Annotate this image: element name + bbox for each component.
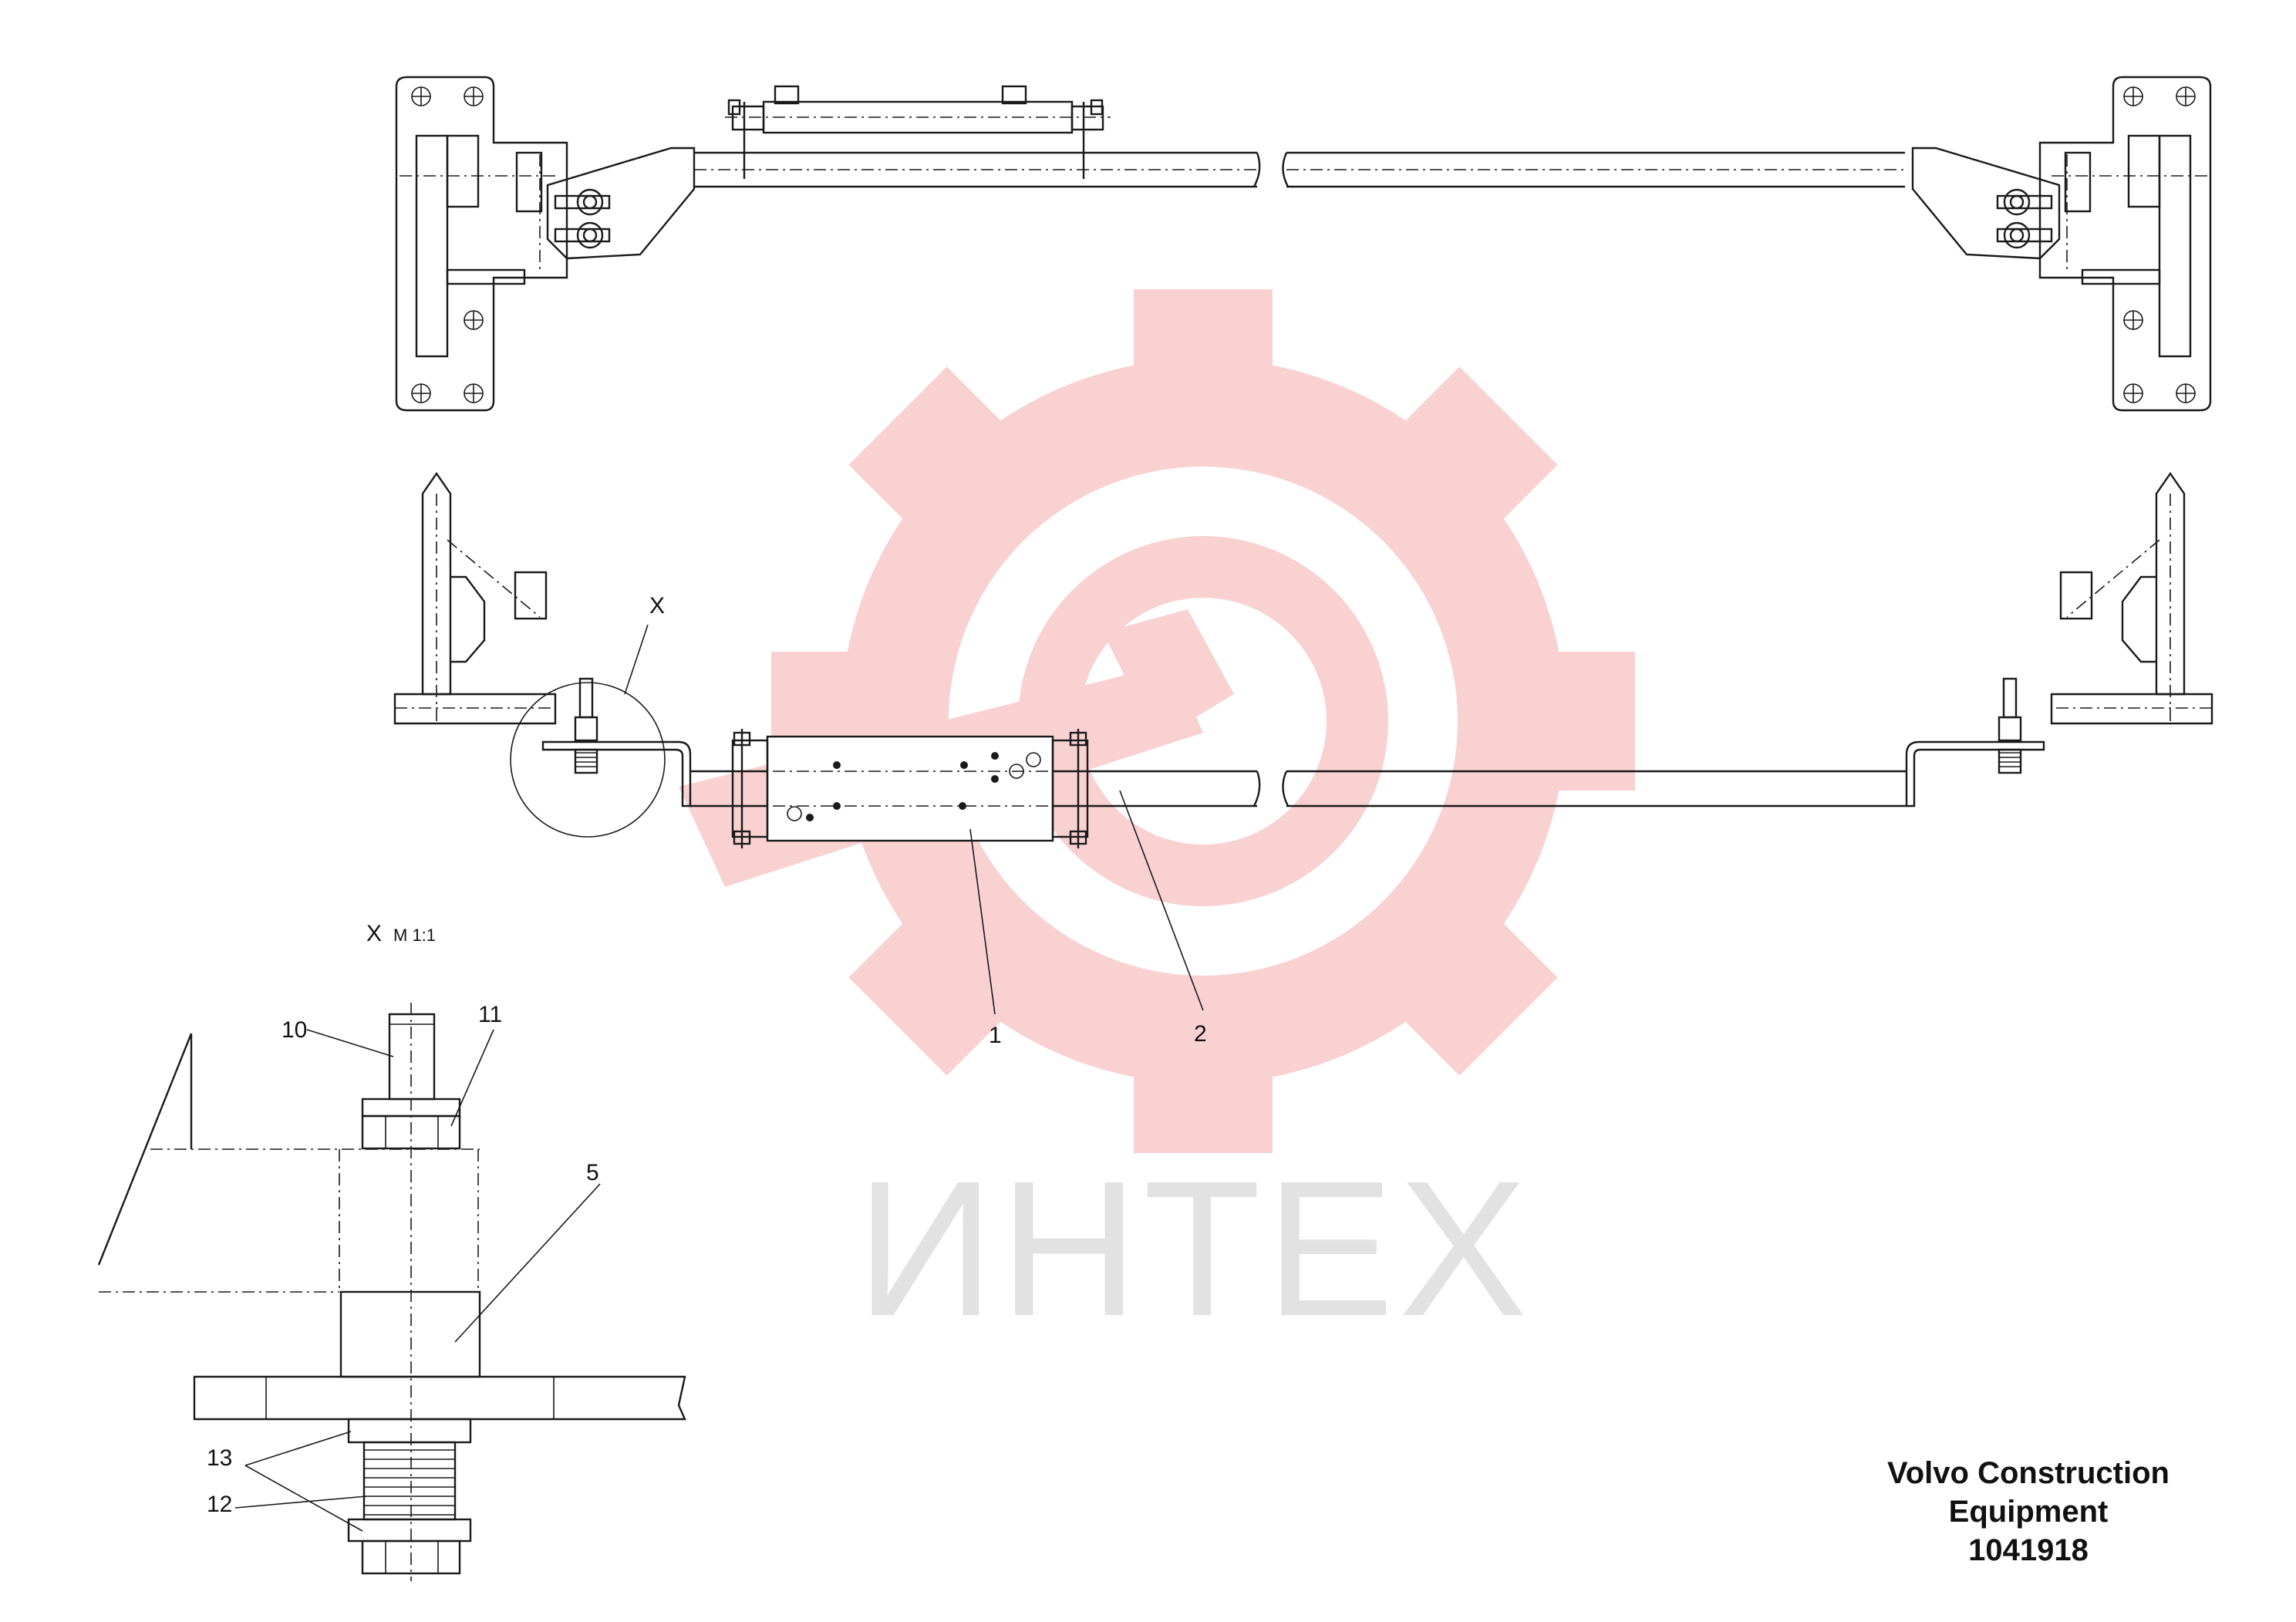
detail-title: X	[366, 921, 382, 946]
callout-5: 5	[586, 1160, 599, 1185]
left-post	[393, 471, 557, 725]
detail-x-circle	[510, 682, 666, 838]
callout-12: 12	[207, 1492, 232, 1517]
left-stud-assembly	[541, 677, 692, 808]
callout-13: 13	[207, 1445, 232, 1471]
company-name-line2: Equipment	[1948, 1495, 2109, 1529]
right-mounting-plate	[1911, 76, 2212, 412]
front-view: X	[393, 471, 2213, 1048]
part-number: 1041918	[1968, 1533, 2089, 1567]
detail-scale: M 1:1	[393, 926, 436, 945]
detail-marker: X	[649, 593, 665, 619]
company-name-line1: Volvo Construction	[1887, 1456, 2170, 1490]
callout-11: 11	[478, 1002, 502, 1027]
detail-x-view: X M 1:1 10 11 5	[97, 921, 686, 1581]
watermark-text: ИНТЕХ	[856, 1141, 1532, 1356]
top-view	[395, 76, 2212, 412]
callout-2: 2	[1194, 1021, 1207, 1047]
top-clamp	[725, 85, 1111, 179]
spring-icon	[364, 1449, 455, 1516]
right-post	[2050, 471, 2213, 725]
gear-wrench-logo	[679, 289, 1635, 1153]
rivet-icon	[787, 752, 1041, 821]
top-rod	[694, 151, 1905, 188]
left-mounting-plate	[395, 76, 696, 412]
right-stud-assembly	[1905, 677, 2045, 808]
bolt-icon	[733, 731, 1087, 845]
title-block: Volvo Construction Equipment 1041918	[1836, 1454, 2221, 1570]
bolt-icon	[554, 188, 611, 249]
clamp-block	[725, 729, 1095, 848]
bolt-hole-icon	[411, 86, 484, 403]
bolt-icon	[727, 85, 1104, 116]
callout-1: 1	[989, 1023, 1002, 1048]
callout-10: 10	[282, 1017, 307, 1043]
